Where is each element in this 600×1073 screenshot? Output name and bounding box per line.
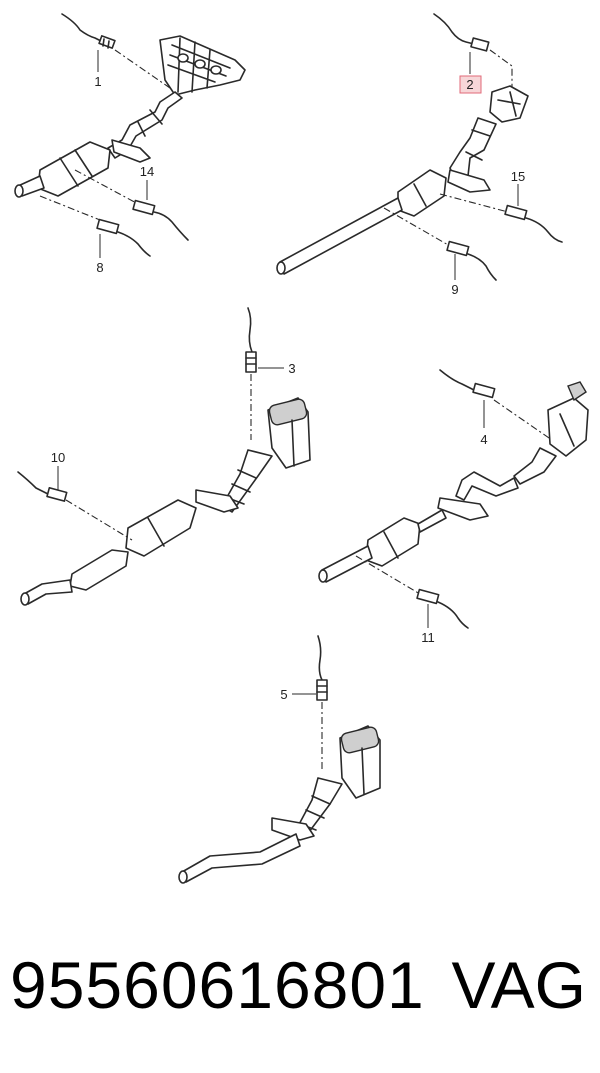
sensor-9-wire xyxy=(467,253,497,281)
callout-1: 1 xyxy=(94,74,101,89)
footer: 95560616801 VAG xyxy=(0,945,600,1025)
brand-name: VAG xyxy=(451,948,586,1022)
callout-9: 9 xyxy=(451,282,458,297)
callout-3: 3 xyxy=(288,361,295,376)
sensor-4 xyxy=(472,382,496,399)
sensor-1 xyxy=(98,35,116,49)
muffler-3 xyxy=(125,499,197,557)
sensor-11 xyxy=(416,588,440,605)
exhaust-assembly-3 xyxy=(17,307,311,606)
callout-4: 4 xyxy=(480,432,487,447)
sensor-8 xyxy=(96,218,120,235)
sensor-4-wire xyxy=(439,369,475,391)
callout-8: 8 xyxy=(96,260,103,275)
sensor-1-wire xyxy=(61,13,104,43)
sensor-10-wire xyxy=(17,471,49,495)
callout-2-highlight xyxy=(459,75,482,94)
sensor-9 xyxy=(446,240,470,257)
callout-10: 10 xyxy=(51,450,65,465)
callout-5: 5 xyxy=(280,687,287,702)
exhaust-manifold xyxy=(159,35,246,96)
sensor-3 xyxy=(245,351,257,373)
exhaust-assembly-4 xyxy=(318,369,589,629)
sensor-11-wire xyxy=(437,601,469,629)
catalytic-converter-2 xyxy=(397,169,447,217)
muffler-4 xyxy=(365,517,421,567)
catalytic-converter-5 xyxy=(339,725,381,799)
sensor-2 xyxy=(470,37,490,52)
callout-11: 11 xyxy=(421,630,435,645)
catalytic-converter-1 xyxy=(37,141,111,197)
sensor-15 xyxy=(504,204,528,221)
exhaust-assembly-5 xyxy=(178,635,381,884)
sensor-15-wire xyxy=(525,217,563,243)
sensor-5-wire xyxy=(317,635,323,681)
sensor-14-wire xyxy=(153,211,189,241)
part-number: 95560616801 xyxy=(10,948,425,1022)
sensor-14 xyxy=(132,199,156,216)
sensor-8-wire xyxy=(117,231,151,257)
callout-15: 15 xyxy=(511,169,525,184)
sensor-10 xyxy=(46,487,68,502)
catalytic-converter-4 xyxy=(547,381,589,457)
sensor-5 xyxy=(316,679,328,701)
exhaust-assembly-1 xyxy=(14,13,246,258)
callout-14: 14 xyxy=(140,164,154,179)
catalytic-converter-3 xyxy=(267,397,311,469)
sensor-3-wire xyxy=(247,307,253,353)
sensor-2-wire xyxy=(433,13,475,45)
callout-2[interactable]: 2 xyxy=(466,77,473,92)
exhaust-assembly-2 xyxy=(276,13,563,281)
